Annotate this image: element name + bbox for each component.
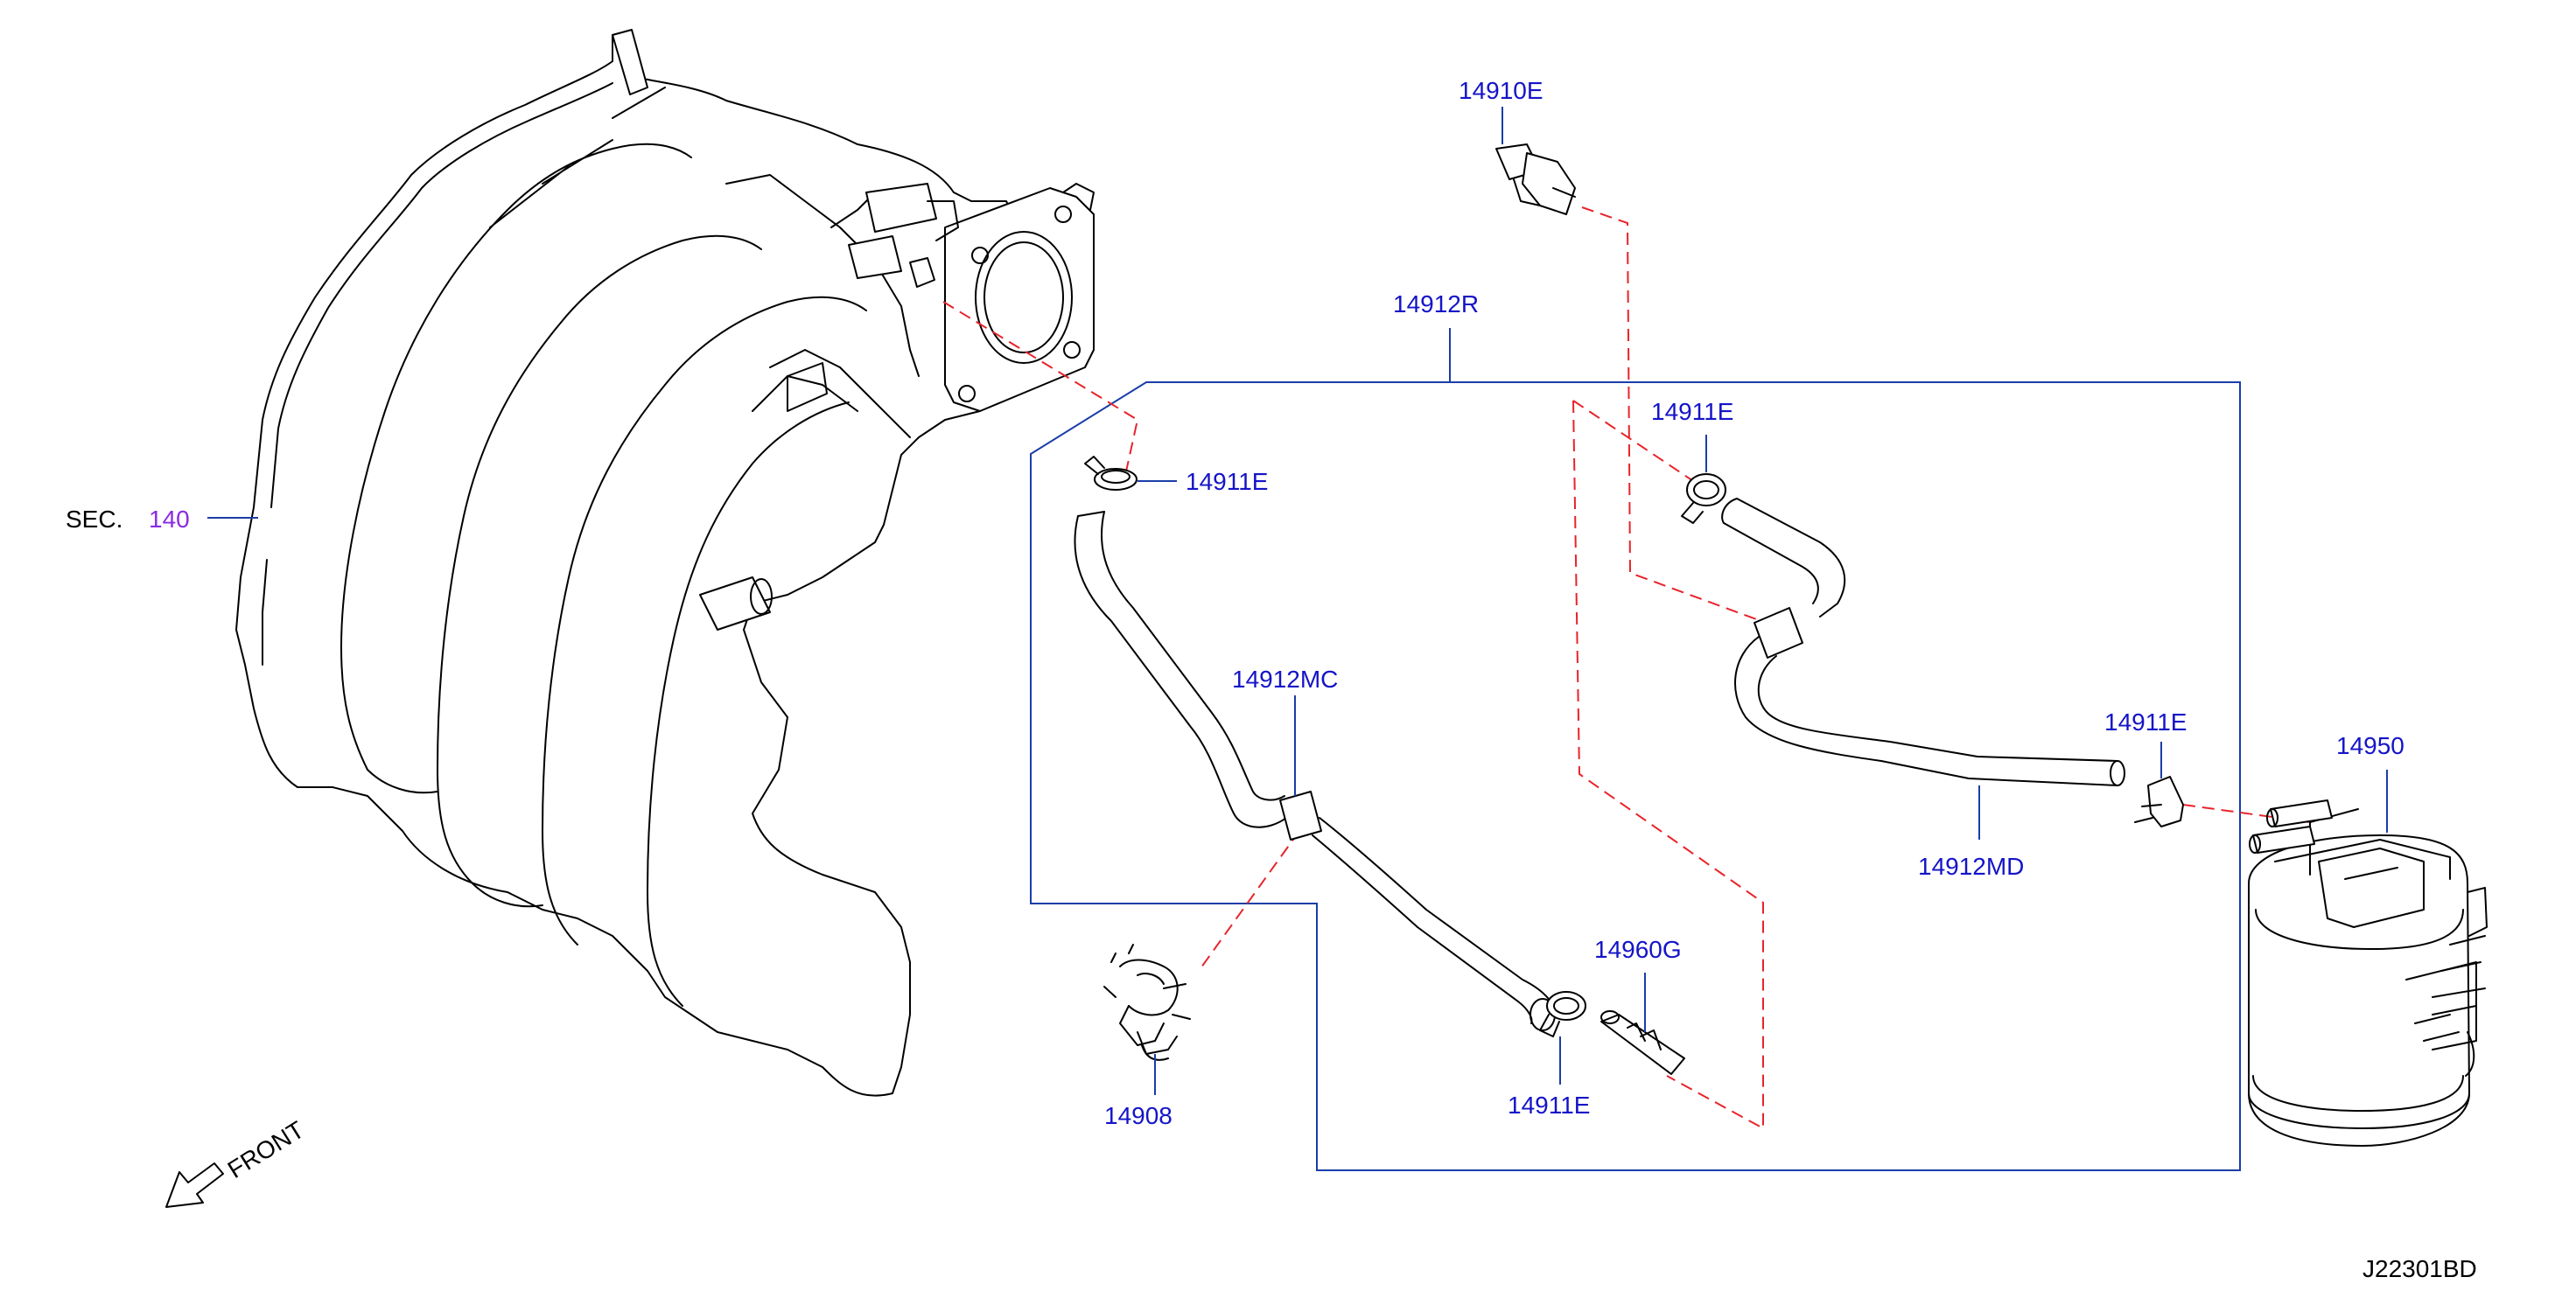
sec-prefix-label: SEC. [66,506,122,533]
hose-clamp-14911E-upper[interactable] [1681,473,1726,524]
hose-clamp-14911E-right[interactable] [2134,776,2184,827]
label-14911E-upper[interactable]: 14911E [1651,398,1733,425]
label-14960G[interactable]: 14960G [1594,936,1682,963]
solenoid-valve-14910E[interactable] [1495,143,1576,215]
label-14908[interactable]: 14908 [1104,1102,1172,1129]
label-14912R[interactable]: 14912R [1393,290,1479,318]
label-14950[interactable]: 14950 [2336,732,2404,759]
diagram-code: J22301BD [2362,1255,2477,1282]
front-label: FRONT [223,1116,309,1183]
hose-clamp-14911E-left[interactable] [1084,456,1138,491]
hose-assembly-frame [1030,381,2241,1171]
front-direction-arrow [165,1162,224,1208]
hose-14912MC[interactable] [1074,511,1556,1031]
intake-manifold [235,29,1095,1097]
hose-14912MD[interactable] [1721,498,2125,786]
hose-clamp-14911E-bottom[interactable] [1539,991,1586,1037]
dash-hose-to-bracket [1198,830,1300,972]
label-14912MC[interactable]: 14912MC [1232,666,1338,693]
dash-valve-to-hose [1581,206,1786,631]
label-14912MD[interactable]: 14912MD [1918,853,2024,880]
dash-clamp-to-hose [1572,400,1707,491]
label-14911E-bottom[interactable]: 14911E [1508,1092,1590,1119]
evap-canister-14950[interactable] [2248,799,2488,1147]
label-14911E-left[interactable]: 14911E [1186,468,1268,495]
label-14910E[interactable]: 14910E [1459,77,1544,104]
connector-14960G[interactable] [1600,1010,1685,1075]
bracket-14908[interactable] [1103,944,1191,1061]
label-14911E-right[interactable]: 14911E [2104,708,2187,736]
dash-loop-to-connector [1572,400,1764,1130]
sec-140-link[interactable]: 140 [149,506,190,533]
